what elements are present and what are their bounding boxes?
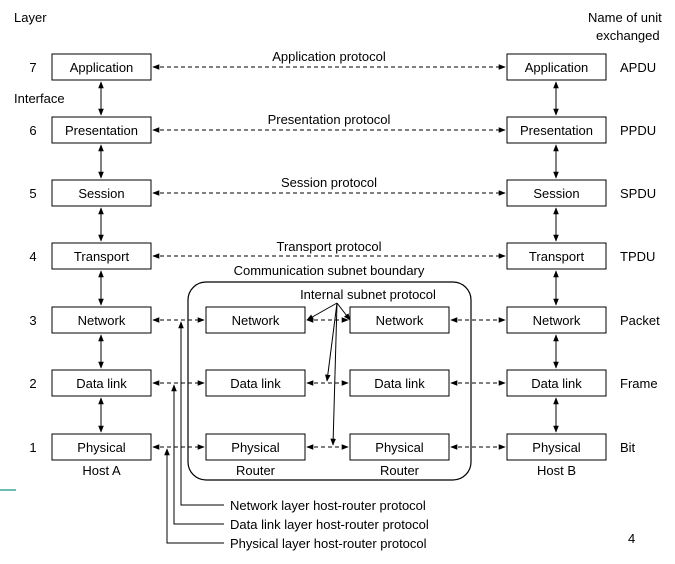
host-a-label: Host A bbox=[82, 463, 121, 478]
host-a-physical-box bbox=[51, 433, 152, 461]
host-b-label: Host B bbox=[537, 463, 576, 478]
unit-bit: Bit bbox=[620, 440, 636, 455]
host-a-data-link-label: Data link bbox=[76, 376, 127, 391]
unit-ppdu: PPDU bbox=[620, 123, 656, 138]
router-1-physical-box bbox=[205, 433, 306, 461]
unit-tpdu: TPDU bbox=[620, 249, 655, 264]
router-2-label: Router bbox=[380, 463, 420, 478]
host-b-transport-label: Transport bbox=[529, 249, 585, 264]
host-a-network-label: Network bbox=[78, 313, 126, 328]
host-b-session-box bbox=[506, 179, 607, 207]
internal-subnet-protocol-label: Internal subnet protocol bbox=[300, 287, 436, 302]
host-a-presentation-box bbox=[51, 116, 152, 144]
layer-row-2: 2 Data link Data link Data link Data lin… bbox=[29, 369, 658, 397]
data-link-host-router-protocol-label: Data link layer host-router protocol bbox=[230, 517, 429, 532]
network-host-router-callout-line bbox=[178, 321, 224, 506]
layer-row-1: 1 Physical Physical Physical Physical Bi… bbox=[29, 433, 636, 461]
host-b-network-box bbox=[506, 306, 607, 334]
subnet-boundary-label: Communication subnet boundary bbox=[234, 263, 425, 278]
router-1-physical-label: Physical bbox=[231, 440, 280, 455]
host-a-session-box bbox=[51, 179, 152, 207]
host-b-data-link-box bbox=[506, 369, 607, 397]
host-b-application-box bbox=[506, 53, 607, 81]
layer-number: 4 bbox=[29, 249, 36, 264]
host-a-session-label: Session bbox=[78, 186, 124, 201]
host-b-presentation-box bbox=[506, 116, 607, 144]
layer-row-5: 5 Session Session SPDU Session protocol bbox=[29, 175, 656, 207]
router-1-data-link-label: Data link bbox=[230, 376, 281, 391]
host-b-physical-label: Physical bbox=[532, 440, 581, 455]
interface-label: Interface bbox=[14, 91, 65, 106]
router-2-data-link-box bbox=[349, 369, 450, 397]
host-b-application-label: Application bbox=[525, 60, 589, 75]
router-2-physical-box bbox=[349, 433, 450, 461]
router-1-label: Router bbox=[236, 463, 276, 478]
unit-header-line2: exchanged bbox=[596, 28, 660, 43]
application-protocol-label: Application protocol bbox=[272, 49, 386, 64]
host-b-transport-box bbox=[506, 242, 607, 270]
presentation-protocol-label: Presentation protocol bbox=[268, 112, 391, 127]
unit-packet: Packet bbox=[620, 313, 660, 328]
internal-subnet-protocol-arrows bbox=[306, 302, 351, 446]
layer-row-4: 4 Transport Transport TPDU Transport pro… bbox=[29, 239, 655, 270]
host-a-network-box bbox=[51, 306, 152, 334]
host-b-physical-box bbox=[506, 433, 607, 461]
layer-number: 3 bbox=[29, 313, 36, 328]
layer-row-6: 6 Presentation Presentation PPDU Present… bbox=[29, 112, 656, 144]
physical-host-router-protocol-label: Physical layer host-router protocol bbox=[230, 536, 427, 551]
host-a-physical-label: Physical bbox=[77, 440, 126, 455]
layer-number: 1 bbox=[29, 440, 36, 455]
host-a-application-label: Application bbox=[70, 60, 134, 75]
host-a-transport-box bbox=[51, 242, 152, 270]
host-a-application-box bbox=[51, 53, 152, 81]
host-b-data-link-label: Data link bbox=[531, 376, 582, 391]
page-number: 4 bbox=[628, 531, 635, 546]
host-a-data-link-box bbox=[51, 369, 152, 397]
router-1-network-label: Network bbox=[232, 313, 280, 328]
unit-apdu: APDU bbox=[620, 60, 656, 75]
unit-spdu: SPDU bbox=[620, 186, 656, 201]
session-protocol-label: Session protocol bbox=[281, 175, 377, 190]
router-1-network-box bbox=[205, 306, 306, 334]
data-link-host-router-callout-line bbox=[171, 384, 224, 525]
physical-host-router-callout-line bbox=[164, 448, 224, 544]
host-a-presentation-label: Presentation bbox=[65, 123, 138, 138]
host-b-presentation-label: Presentation bbox=[520, 123, 593, 138]
host-b-network-label: Network bbox=[533, 313, 581, 328]
unit-header-line1: Name of unit bbox=[588, 10, 662, 25]
layer-row-3: 3 Network Network Network Network Packet bbox=[29, 306, 660, 334]
layer-number: 6 bbox=[29, 123, 36, 138]
transport-protocol-label: Transport protocol bbox=[276, 239, 381, 254]
network-host-router-protocol-label: Network layer host-router protocol bbox=[230, 498, 426, 513]
layer-number: 5 bbox=[29, 186, 36, 201]
host-router-protocol-callouts: Network layer host-router protocol Data … bbox=[164, 321, 429, 551]
layer-number: 7 bbox=[29, 60, 36, 75]
host-a-transport-label: Transport bbox=[74, 249, 130, 264]
layer-header: Layer bbox=[14, 10, 47, 25]
unit-frame: Frame bbox=[620, 376, 658, 391]
router-2-data-link-label: Data link bbox=[374, 376, 425, 391]
host-b-session-label: Session bbox=[533, 186, 579, 201]
layer-number: 2 bbox=[29, 376, 36, 391]
layer-row-7: 7 Application Application APDU Applicati… bbox=[29, 49, 656, 81]
router-2-physical-label: Physical bbox=[375, 440, 424, 455]
router-2-network-label: Network bbox=[376, 313, 424, 328]
router-1-data-link-box bbox=[205, 369, 306, 397]
